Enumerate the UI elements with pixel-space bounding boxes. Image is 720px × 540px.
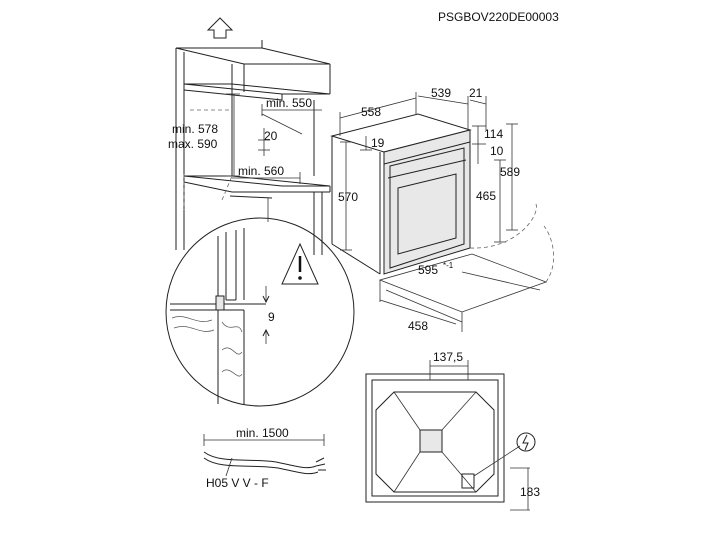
niche-min-depth: min. 550 [266, 96, 312, 110]
power-connection-icon [516, 432, 536, 452]
oven-rear-view: 137,5 183 [365, 350, 540, 511]
cabinet-top [175, 47, 331, 65]
warning-icon [281, 242, 319, 285]
oven-width-595-note: *-1 [443, 261, 454, 270]
rear-offset: 137,5 [433, 350, 463, 364]
vent-gap: 20 [264, 129, 278, 143]
rear-connector [461, 473, 475, 489]
oven-front [383, 129, 471, 275]
niche-min-width: min. 560 [238, 164, 284, 178]
oven-depth-539: 539 [431, 86, 451, 100]
oven-depth-558: 558 [361, 105, 381, 119]
rear-height-183: 183 [520, 485, 540, 499]
cable-type: H05 V V - F [206, 476, 269, 490]
power-cable: min. 1500 H05 V V - F [203, 426, 326, 490]
oven-body: 558 539 21 114 10 19 570 465 589 [330, 86, 554, 333]
cable-length: min. 1500 [236, 426, 289, 440]
gap-9: 9 [268, 310, 275, 324]
oven-window [397, 173, 457, 255]
mounting-detail: 9 [165, 195, 355, 407]
rear-fan [419, 429, 443, 453]
oven-height-570: 570 [338, 190, 358, 204]
oven-dim-21: 21 [469, 86, 483, 100]
mounting-block [215, 295, 225, 311]
niche-max-height: max. 590 [168, 137, 218, 151]
diagram-code: PSGBOV220DE00003 [438, 10, 559, 24]
oven-width-595: 595 [418, 263, 438, 277]
detail-circle [165, 217, 355, 407]
cabinet-niche: min. 578 max. 590 min. 550 20 min. 560 [168, 17, 331, 255]
oven-dim-10: 10 [490, 144, 504, 158]
oven-dim-114: 114 [484, 127, 503, 141]
oven-height-589: 589 [500, 165, 520, 179]
oven-dim-19: 19 [371, 136, 385, 150]
oven-height-465: 465 [476, 189, 496, 203]
rear-outer [365, 373, 505, 503]
up-arrow-icon [206, 17, 234, 39]
oven-depth-458: 458 [408, 319, 428, 333]
niche-min-height: min. 578 [172, 122, 218, 136]
